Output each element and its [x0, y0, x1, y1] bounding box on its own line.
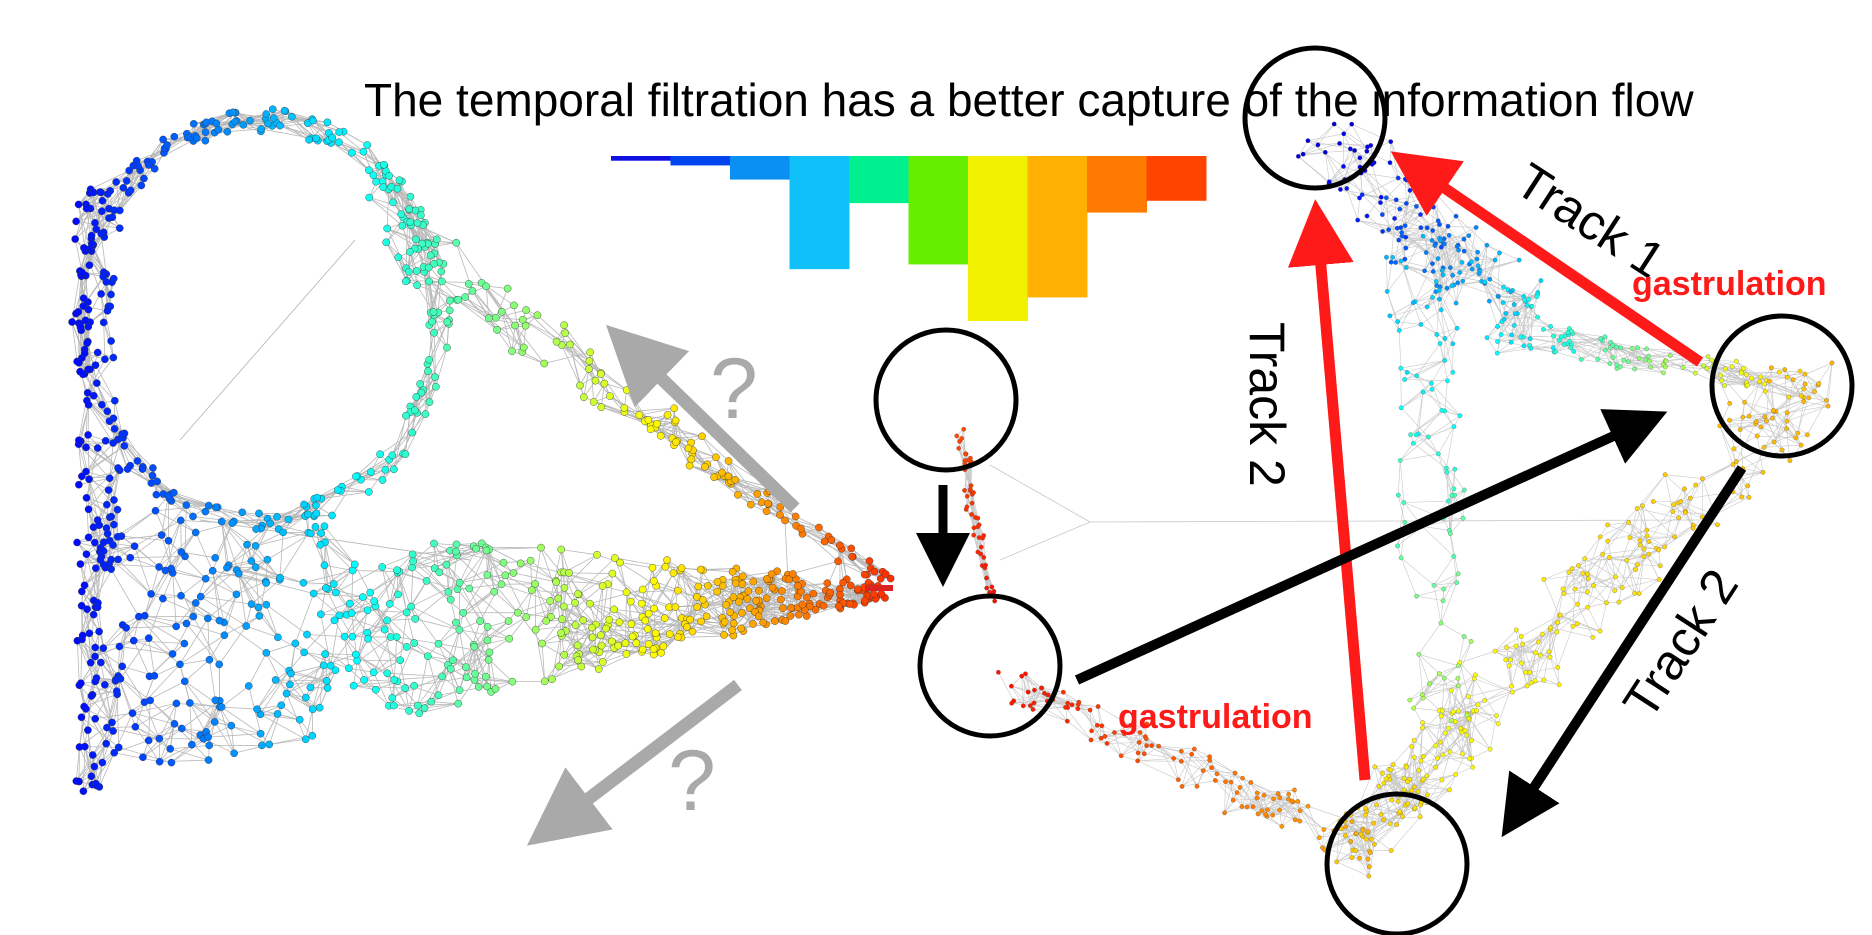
question-mark-upper: ? — [710, 341, 758, 437]
left-network-tip — [865, 585, 893, 591]
gastrulation-label-left: gastrulation — [1118, 698, 1313, 736]
histogram-bar — [789, 156, 850, 270]
histogram-bar — [1146, 156, 1207, 201]
histogram-bar — [1087, 156, 1147, 213]
circle-top — [1242, 45, 1388, 191]
red-arrow-track2 — [1287, 199, 1371, 781]
histogram-bar — [849, 156, 909, 204]
histogram-bar — [611, 156, 671, 161]
histogram-bar — [908, 156, 969, 265]
left-network-graph — [68, 105, 895, 795]
red-arrow-track1 — [1390, 151, 1704, 367]
left-network-nodes — [68, 105, 895, 795]
figure-title: The temporal filtration has a better cap… — [364, 74, 1694, 126]
circle-right — [1709, 313, 1855, 459]
circle-lower-left — [917, 593, 1063, 739]
track2-vertical-label: Track 2 — [1239, 322, 1295, 487]
histogram-bar — [968, 156, 1028, 321]
circle-bottom — [1324, 791, 1470, 935]
histogram-bar — [670, 156, 731, 166]
black-arrow-diagonal — [1074, 409, 1668, 685]
question-mark-lower: ? — [668, 733, 716, 829]
gastrulation-label-right: gastrulation — [1632, 265, 1827, 303]
gray-arrow-up — [605, 324, 800, 513]
histogram-bar — [1027, 156, 1088, 298]
black-arrow-track2 — [1501, 465, 1747, 838]
right-network-graph — [954, 121, 1835, 879]
circle-upper-left — [873, 327, 1019, 473]
histogram-bar — [730, 156, 790, 180]
right-network-nodes — [954, 121, 1835, 879]
gray-arrow-down — [526, 679, 742, 846]
temporal-histogram — [611, 156, 1207, 321]
